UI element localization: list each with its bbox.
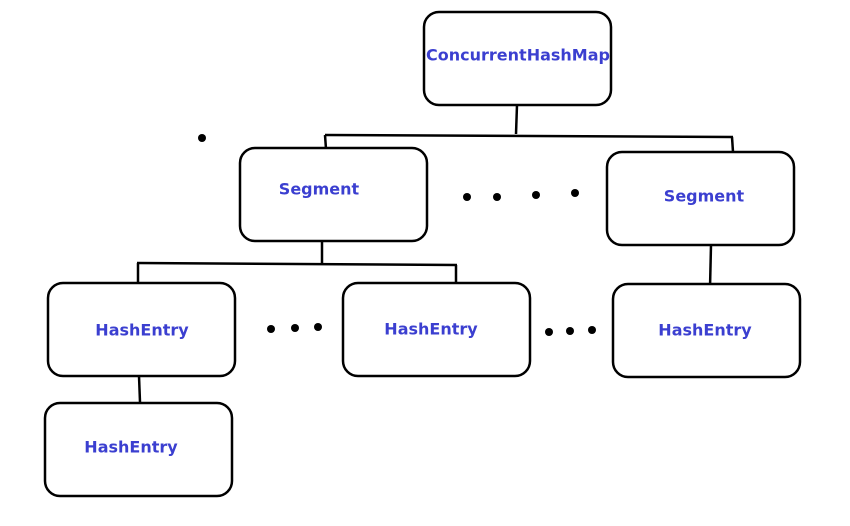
- node-entry-1: HashEntry: [46, 281, 237, 378]
- ellipsis-dots: [198, 134, 596, 336]
- node-entry-2-label: HashEntry: [384, 320, 478, 339]
- node-entry-3-label: HashEntry: [658, 321, 752, 340]
- node-entry-chain-label: HashEntry: [84, 438, 178, 457]
- segment-ellipsis-dot: [532, 191, 540, 199]
- node-segment-right: Segment: [605, 150, 796, 247]
- segment-ellipsis-dot: [571, 189, 579, 197]
- node-root: ConcurrentHashMap: [422, 10, 613, 107]
- node-segment-right-label: Segment: [664, 187, 745, 206]
- connector-entry-chain: [137, 375, 142, 403]
- connectors: [136, 104, 735, 403]
- entry-ellipsis-dot: [314, 323, 322, 331]
- node-segment-left: Segment: [238, 146, 429, 243]
- segment-ellipsis-dot: [463, 193, 471, 201]
- entry-ellipsis-dot: [545, 328, 553, 336]
- segment-ellipsis-dot: [493, 193, 501, 201]
- connector-segment-right-to-entry-3: [708, 244, 713, 289]
- entry-ellipsis-dot: [566, 327, 574, 335]
- node-entry-3: HashEntry: [611, 282, 802, 379]
- connector-segment-left-bar: [136, 261, 458, 267]
- connector-to-segment-right: [730, 136, 735, 153]
- stray-dot: [198, 134, 206, 142]
- entry-ellipsis-dot: [267, 325, 275, 333]
- node-root-label: ConcurrentHashMap: [426, 46, 610, 65]
- connector-root-bar: [324, 133, 734, 139]
- node-segment-left-label: Segment: [279, 180, 360, 199]
- node-entry-chain: HashEntry: [43, 401, 234, 498]
- connector-root-stem: [514, 104, 519, 135]
- connector-to-segment-left: [323, 134, 328, 150]
- node-entry-2: HashEntry: [341, 281, 532, 378]
- entry-ellipsis-dot: [588, 326, 596, 334]
- entry-ellipsis-dot: [291, 324, 299, 332]
- node-entry-1-label: HashEntry: [95, 321, 189, 340]
